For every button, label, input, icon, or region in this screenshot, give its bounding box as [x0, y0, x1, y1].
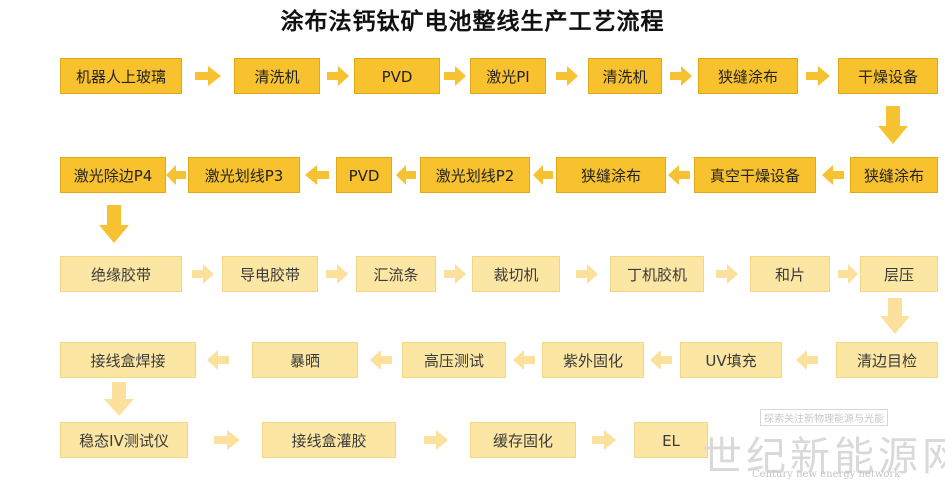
arrow-left-icon — [207, 350, 229, 370]
watermark-logo-text: 世纪新能源网 — [702, 434, 945, 480]
step-el-test: EL — [634, 422, 708, 458]
arrow-right-icon — [556, 66, 578, 86]
step-slot-coating-2: 狭缝涂布 — [556, 157, 666, 193]
arrow-right-icon — [424, 430, 448, 450]
arrow-left-icon — [396, 165, 416, 185]
step-slot-coating-1: 狭缝涂布 — [698, 58, 798, 94]
step-slot-coating-3: 狭缝涂布 — [850, 157, 938, 193]
step-junction-box-welding: 接线盒焊接 — [60, 342, 196, 378]
step-laser-scribe-p3: 激光划线P3 — [188, 157, 300, 193]
arrow-right-icon — [838, 264, 858, 284]
step-insulating-tape: 绝缘胶带 — [60, 256, 182, 292]
step-uv-filling: UV填充 — [680, 342, 782, 378]
step-vacuum-drying: 真空干燥设备 — [694, 157, 816, 193]
arrow-left-icon — [650, 350, 672, 370]
arrow-right-icon — [326, 264, 348, 284]
step-junction-box-potting: 接线盒灌胶 — [262, 422, 396, 458]
arrow-left-icon — [305, 165, 329, 185]
arrow-right-icon — [444, 264, 466, 284]
step-laser-p1: 激光PI — [470, 58, 546, 94]
arrow-right-icon — [576, 264, 598, 284]
arrow-down-icon — [880, 298, 910, 334]
arrow-left-icon — [166, 165, 186, 185]
step-conductive-tape: 导电胶带 — [222, 256, 318, 292]
arrow-right-icon — [195, 66, 221, 86]
step-laser-scribe-p2: 激光划线P2 — [420, 157, 530, 193]
arrow-left-icon — [533, 165, 553, 185]
arrow-right-icon — [327, 66, 349, 86]
step-uv-curing: 紫外固化 — [542, 342, 644, 378]
step-cutting: 裁切机 — [472, 256, 560, 292]
step-buffer-curing: 缓存固化 — [470, 422, 576, 458]
step-butyl-glue: 丁机胶机 — [610, 256, 704, 292]
arrow-right-icon — [214, 430, 240, 450]
diagram-title: 涂布法钙钛矿电池整线生产工艺流程 — [280, 9, 665, 35]
step-busbar: 汇流条 — [356, 256, 436, 292]
arrow-left-icon — [668, 165, 690, 185]
step-steady-iv-tester: 稳态IV测试仪 — [60, 422, 188, 458]
step-high-voltage-test: 高压测试 — [402, 342, 506, 378]
arrow-right-icon — [192, 264, 214, 284]
arrow-right-icon — [806, 66, 830, 86]
step-lamination: 层压 — [860, 256, 938, 292]
step-cleaning-1: 清洗机 — [234, 58, 320, 94]
arrow-right-icon — [670, 66, 692, 86]
arrow-down-icon — [99, 205, 129, 243]
step-pvd-2: PVD — [336, 157, 392, 193]
arrow-left-icon — [796, 350, 818, 370]
step-cleaning-2: 清洗机 — [588, 58, 662, 94]
arrow-right-icon — [716, 264, 738, 284]
arrow-left-icon — [822, 165, 844, 185]
step-robot-load-glass: 机器人上玻璃 — [60, 58, 182, 94]
step-sheet-combining: 和片 — [750, 256, 830, 292]
arrow-down-icon — [878, 106, 908, 144]
step-edge-inspection: 清边目检 — [836, 342, 938, 378]
watermark-tagline: 探索关注新物理能源与光能 — [760, 409, 888, 426]
arrow-down-icon — [104, 382, 134, 416]
step-pvd-1: PVD — [354, 58, 440, 94]
step-laser-edge-p4: 激光除边P4 — [60, 157, 166, 193]
step-drying: 干燥设备 — [838, 58, 938, 94]
arrow-right-icon — [592, 430, 616, 450]
arrow-left-icon — [370, 350, 392, 370]
step-sun-exposure: 暴晒 — [252, 342, 358, 378]
watermark-english: Century new energy network — [752, 469, 901, 480]
arrow-right-icon — [444, 66, 466, 86]
arrow-left-icon — [513, 350, 535, 370]
